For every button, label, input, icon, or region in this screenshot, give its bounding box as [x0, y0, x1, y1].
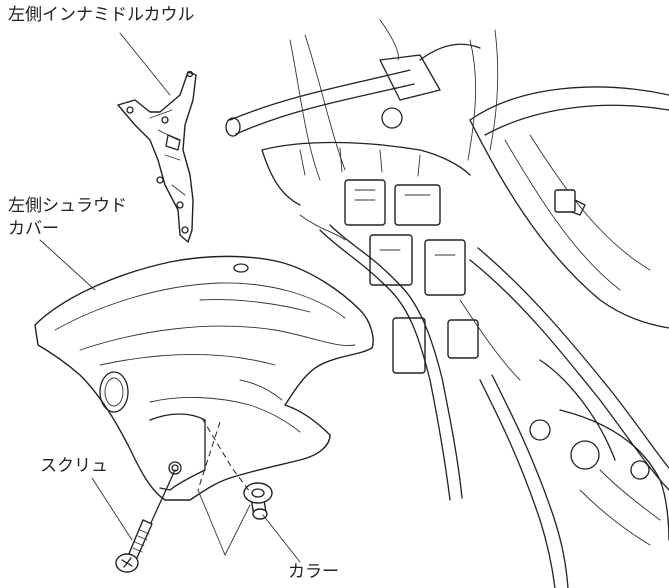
leader-lines [39, 32, 301, 563]
screw-part [115, 469, 176, 573]
collar-guide-line-2 [197, 421, 221, 491]
motorcycle-frame [225, 19, 669, 588]
inner-mid-cowl-part [117, 70, 197, 243]
label-screw: スクリュ [40, 456, 108, 476]
shroud-cover-part [34, 255, 374, 501]
collar-part [243, 482, 273, 520]
label-shroud-cover-line2: カバー [8, 219, 59, 239]
label-inner-mid-cowl: 左側インナミドルカウル [8, 5, 195, 25]
label-shroud-cover-line1: 左側シュラウド [8, 196, 127, 216]
label-collar: カラー [288, 562, 339, 582]
